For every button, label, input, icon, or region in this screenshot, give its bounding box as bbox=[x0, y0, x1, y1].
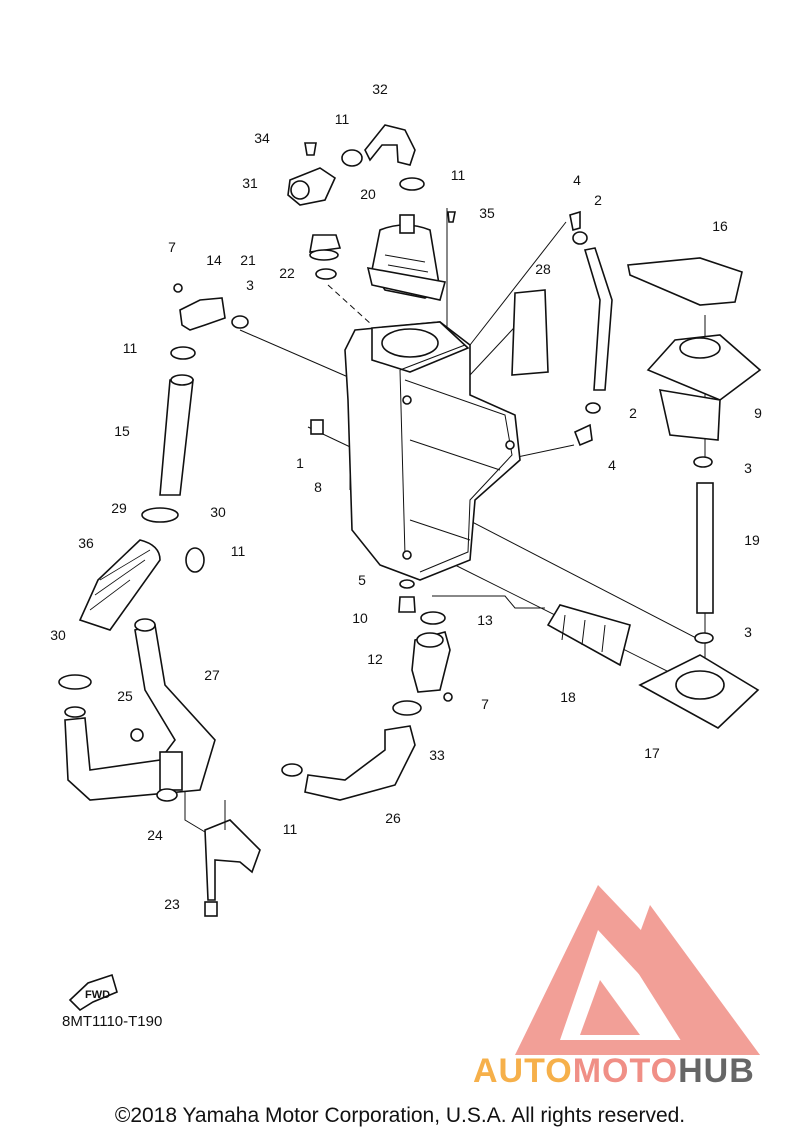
callout-15: 15 bbox=[114, 423, 130, 439]
brand-part-auto: AUTO bbox=[473, 1052, 573, 1090]
bracket bbox=[130, 728, 261, 917]
callout-labels: 1223334457789101111111111121314151617181… bbox=[50, 81, 762, 912]
callout-14: 14 bbox=[206, 252, 222, 268]
callout-30: 30 bbox=[50, 627, 66, 643]
callout-7: 7 bbox=[168, 239, 176, 255]
hose-27 bbox=[64, 618, 216, 801]
outlet-fittings bbox=[398, 579, 453, 702]
hose-29 bbox=[58, 507, 205, 690]
fwd-arrow-icon: FWD bbox=[68, 973, 118, 1012]
brand-part-hub: HUB bbox=[678, 1052, 755, 1090]
copyright-text: ©2018 Yamaha Motor Corporation, U.S.A. A… bbox=[114, 1104, 686, 1127]
callout-2: 2 bbox=[594, 192, 602, 208]
callout-1: 1 bbox=[296, 455, 304, 471]
callout-24: 24 bbox=[147, 827, 163, 843]
callout-19: 19 bbox=[744, 532, 760, 548]
callout-2: 2 bbox=[629, 405, 637, 421]
right-pipe bbox=[569, 210, 613, 447]
callout-4: 4 bbox=[608, 457, 616, 473]
callout-31: 31 bbox=[242, 175, 258, 191]
callout-28: 28 bbox=[535, 261, 551, 277]
sheet-18 bbox=[546, 604, 631, 667]
callout-11: 11 bbox=[335, 111, 350, 127]
breather-hose-assembly bbox=[287, 124, 456, 223]
sheet-28 bbox=[511, 289, 549, 376]
hose-15 bbox=[159, 346, 196, 496]
brand-part-moto: MOTO bbox=[572, 1052, 679, 1090]
left-fitting bbox=[173, 283, 249, 331]
right-stack bbox=[627, 257, 762, 729]
callout-11: 11 bbox=[283, 821, 298, 837]
callout-32: 32 bbox=[372, 81, 388, 97]
callout-5: 5 bbox=[358, 572, 366, 588]
callout-10: 10 bbox=[352, 610, 368, 626]
fwd-label: FWD bbox=[85, 989, 110, 1001]
callout-26: 26 bbox=[385, 810, 401, 826]
callout-8: 8 bbox=[314, 479, 322, 495]
clamp-24 bbox=[156, 788, 178, 802]
callout-11: 11 bbox=[123, 340, 138, 356]
callout-12: 12 bbox=[367, 651, 383, 667]
callout-7: 7 bbox=[481, 696, 489, 712]
callout-29: 29 bbox=[111, 500, 127, 516]
watermark-brand: AUTOMOTOHUB bbox=[473, 1052, 755, 1091]
callout-13: 13 bbox=[477, 612, 493, 628]
callout-3: 3 bbox=[744, 624, 752, 640]
hose-26 bbox=[281, 700, 422, 801]
callout-17: 17 bbox=[644, 745, 660, 761]
callout-11: 11 bbox=[451, 167, 466, 183]
callout-36: 36 bbox=[78, 535, 94, 551]
callout-3: 3 bbox=[246, 277, 254, 293]
callout-16: 16 bbox=[712, 218, 728, 234]
callout-23: 23 bbox=[164, 896, 180, 912]
callout-4: 4 bbox=[573, 172, 581, 188]
callout-18: 18 bbox=[560, 689, 576, 705]
callout-30: 30 bbox=[210, 504, 226, 520]
diagram-code: 8MT1110-T190 bbox=[62, 1013, 163, 1030]
callout-3: 3 bbox=[744, 460, 752, 476]
callout-22: 22 bbox=[279, 265, 295, 281]
callout-33: 33 bbox=[429, 747, 445, 763]
callout-25: 25 bbox=[117, 688, 133, 704]
callout-20: 20 bbox=[360, 186, 376, 202]
automotohub-logo-icon bbox=[515, 885, 760, 1055]
callout-9: 9 bbox=[754, 405, 762, 421]
filler-neck bbox=[366, 214, 447, 301]
tank-body bbox=[344, 321, 521, 581]
callout-27: 27 bbox=[204, 667, 220, 683]
callout-21: 21 bbox=[240, 252, 256, 268]
callout-11: 11 bbox=[231, 543, 246, 559]
bolt-1 bbox=[310, 419, 324, 435]
filler-cap bbox=[309, 234, 342, 280]
callout-34: 34 bbox=[254, 130, 270, 146]
callout-35: 35 bbox=[479, 205, 495, 221]
